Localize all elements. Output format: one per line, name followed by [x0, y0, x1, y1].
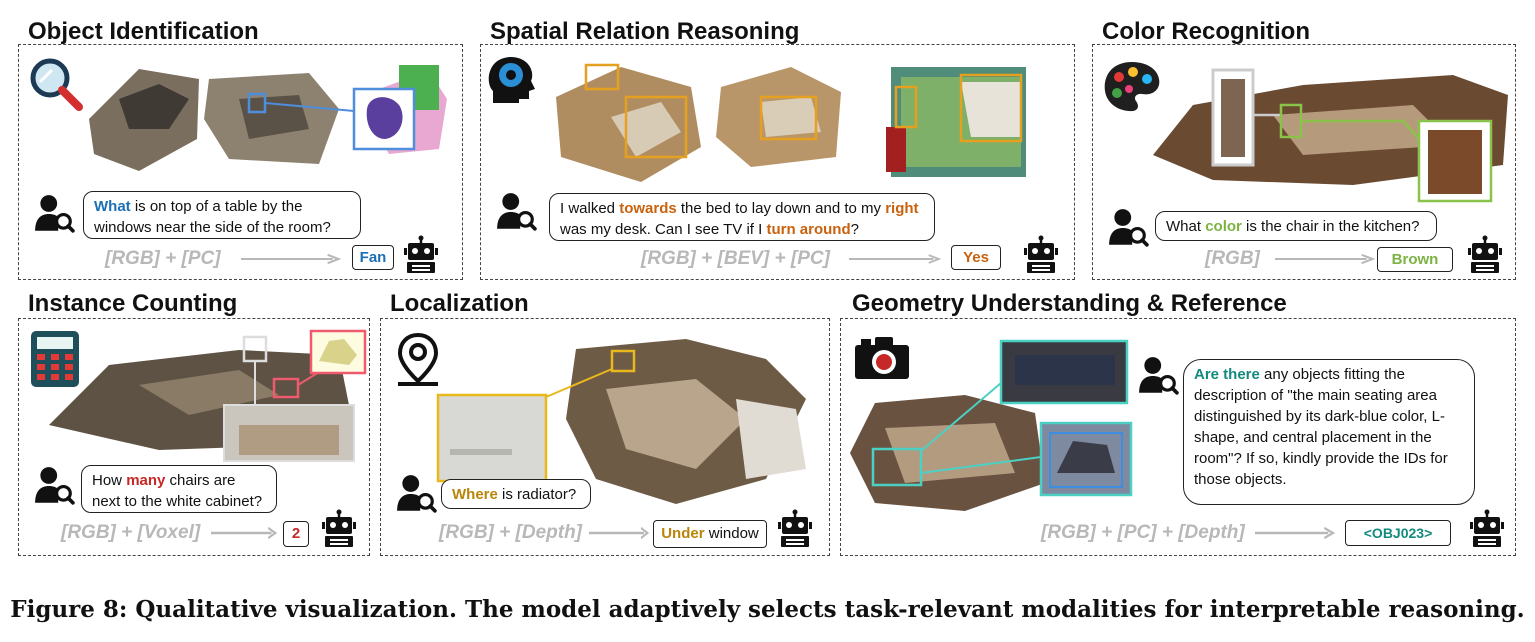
question-text: How: [92, 472, 127, 489]
panel-spatial-relation: I walked towards the bed to lay down and…: [480, 44, 1075, 280]
question-bubble: Are there any objects fitting the descri…: [1183, 359, 1475, 505]
question-highlight: many: [126, 472, 166, 489]
user-query-icon: [1137, 355, 1179, 397]
answer-text: window: [704, 525, 759, 542]
kitchen-scene: [1153, 68, 1508, 203]
robot-icon: [1465, 235, 1505, 275]
user-query-icon: [33, 193, 75, 235]
brain-gear-icon: [488, 57, 535, 103]
answer-highlight: Under: [661, 525, 705, 542]
user-query-icon: [1107, 207, 1149, 249]
question-highlight: color: [1205, 218, 1242, 235]
panel-color-recognition: What color is the chair in the kitchen? …: [1092, 44, 1516, 280]
user-query-icon: [33, 465, 75, 507]
robot-icon: [775, 509, 815, 549]
modalities-label: [RGB] + [BEV] + [PC]: [641, 248, 830, 269]
answer-box: Brown: [1377, 247, 1453, 272]
panel-title-geometry: Geometry Understanding & Reference: [852, 290, 1287, 317]
answer-box: Fan: [352, 245, 394, 270]
arrow-icon: [1255, 527, 1335, 539]
room-scene: [49, 329, 367, 462]
robot-icon: [1467, 509, 1507, 549]
user-query-icon: [495, 191, 537, 233]
calculator-icon: [31, 331, 79, 387]
question-text: chairs are next to the white cabinet?: [92, 472, 263, 510]
question-text: is radiator?: [497, 486, 577, 503]
modalities-label: [RGB] + [Voxel]: [61, 522, 201, 543]
modalities-label: [RGB]: [1205, 248, 1260, 269]
robot-icon: [319, 509, 359, 549]
panel-title-instance-counting: Instance Counting: [28, 290, 238, 317]
figure-caption: Figure 8: Qualitative visualization. The…: [10, 596, 1525, 623]
arrow-icon: [849, 253, 941, 265]
robot-icon: [401, 235, 441, 275]
panel-title-color-recognition: Color Recognition: [1102, 18, 1310, 45]
question-highlight-towards: towards: [619, 200, 677, 217]
panel-title-object-identification: Object Identification: [28, 18, 259, 45]
panel-title-spatial-relation: Spatial Relation Reasoning: [490, 18, 800, 45]
question-text: the bed to lay down and to my: [676, 200, 886, 217]
modalities-label: [RGB] + [PC]: [105, 248, 221, 269]
arrow-icon: [241, 253, 341, 265]
question-bubble: Where is radiator?: [441, 479, 591, 509]
answer-box: <OBJ023>: [1345, 520, 1451, 546]
living-room-scene: [850, 339, 1133, 511]
question-text: was my desk. Can I see TV if I: [560, 221, 767, 238]
question-highlight: What: [94, 198, 131, 215]
question-bubble: I walked towards the bed to lay down and…: [549, 193, 935, 241]
question-bubble: What is on top of a table by the windows…: [83, 191, 361, 239]
question-highlight: Where: [452, 486, 498, 503]
arrow-icon: [589, 527, 649, 539]
question-highlight-turn-around: turn around: [766, 221, 851, 238]
modalities-label: [RGB] + [PC] + [Depth]: [1041, 522, 1245, 543]
question-highlight-right: right: [885, 200, 919, 217]
robot-icon: [1021, 235, 1061, 275]
panel-title-localization: Localization: [390, 290, 529, 317]
panel-geometry: Are there any objects fitting the descri…: [840, 318, 1516, 556]
palette-icon: [1104, 62, 1160, 112]
question-text: any objects fitting the description of "…: [1194, 366, 1448, 488]
scene-views: [556, 63, 1026, 182]
arrow-icon: [1275, 253, 1375, 265]
answer-box: Under window: [653, 520, 767, 548]
user-query-icon: [395, 473, 437, 515]
question-text: is on top of a table by the windows near…: [94, 198, 331, 236]
camera-icon: [855, 337, 909, 379]
location-pin-icon: [397, 332, 439, 386]
answer-box: Yes: [951, 245, 1001, 270]
question-bubble: What color is the chair in the kitchen?: [1155, 211, 1437, 241]
magnifier-icon: [30, 58, 83, 111]
arrow-icon: [211, 527, 277, 539]
panel-instance-counting: How many chairs are next to the white ca…: [18, 318, 370, 556]
question-text: ?: [850, 221, 859, 238]
modalities-label: [RGB] + [Depth]: [439, 522, 583, 543]
panel-localization: Where is radiator? [RGB] + [Depth] Under…: [380, 318, 830, 556]
question-text: I walked: [560, 200, 620, 217]
question-bubble: How many chairs are next to the white ca…: [81, 465, 277, 513]
panel-object-identification: What is on top of a table by the windows…: [18, 44, 463, 280]
answer-box: 2: [283, 521, 309, 547]
question-highlight: Are there: [1194, 366, 1260, 383]
question-text: What: [1166, 218, 1206, 235]
room-scene: [436, 339, 806, 504]
question-text: is the chair in the kitchen?: [1241, 218, 1420, 235]
point-cloud-scene: [89, 65, 447, 171]
